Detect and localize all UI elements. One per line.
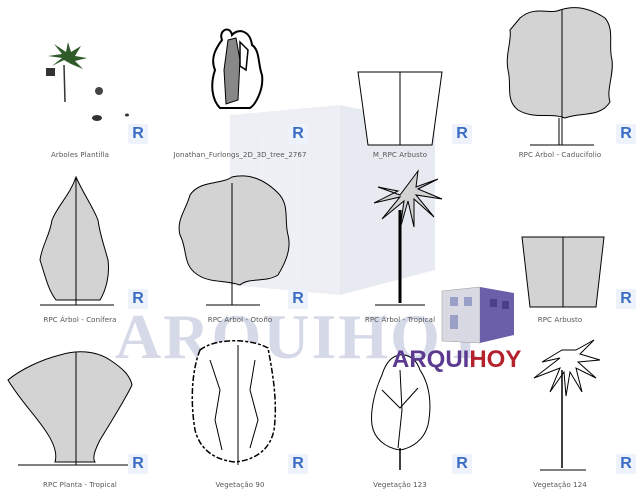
revit-r-icon: R [128, 124, 148, 144]
revit-r-icon: R [452, 454, 472, 474]
watermark-text: ARQUIHOY [115, 301, 491, 372]
deciduous-tree-elevation [506, 7, 613, 146]
thumbnail-label: RPC Árbol - Caducifolio [518, 151, 602, 159]
sketch-palm-outline [533, 339, 601, 471]
thumbnail-arboles-plantilla[interactable]: R Arboles Plantilla [0, 0, 160, 165]
thumbnail-label: RPC Árbol - Tropical [364, 316, 436, 324]
thumbnail-vegetacao-90[interactable]: R Vegetação 90 [160, 330, 320, 495]
thumbnail-label: Jonathan_Furlongs_2D_3D_tree_2767 [173, 151, 307, 159]
plantilla-tree-icons [46, 42, 129, 121]
thumbnail-label: RPC Planta - Tropical [43, 481, 117, 489]
thumbnail-rpc-arbol-conifera[interactable]: R RPC Árbol - Conífera [0, 165, 160, 330]
thumbnail-vegetacao-124[interactable]: R Vegetação 124 [480, 330, 640, 495]
thumbnail-rpc-arbol-caducifolio[interactable]: R RPC Árbol - Caducifolio [480, 0, 640, 165]
revit-r-icon: R [616, 124, 636, 144]
arquihoy-logo-icon [440, 285, 520, 349]
thumbnail-vegetacao-123[interactable]: R Vegetação 123 [320, 330, 480, 495]
thumbnail-rpc-arbol-otono[interactable]: R RPC Árbol - Otoño [160, 165, 320, 330]
thumbnail-label: Vegetação 90 [215, 481, 265, 489]
revit-r-icon: R [128, 454, 148, 474]
thumbnail-m-rpc-arbusto[interactable]: R M_RPC Arbusto [320, 0, 480, 165]
sketch-tree-outline [371, 354, 431, 470]
revit-r-icon: R [288, 289, 308, 309]
thumbnail-jonathan-furlongs[interactable]: R Jonathan_Furlongs_2D_3D_tree_2767 [160, 0, 320, 165]
revit-r-icon: R [288, 124, 308, 144]
conifer-tree-elevation [39, 175, 114, 306]
revit-r-icon: R [452, 124, 472, 144]
revit-r-icon: R [616, 289, 636, 309]
thumbnail-label: M_RPC Arbusto [372, 151, 428, 159]
arquihoy-logo-text: ARQUIHOY [392, 346, 522, 373]
thumbnail-label: RPC Árbol - Conífera [43, 316, 117, 324]
sketch-shrub-outline [191, 340, 277, 465]
thumbnail-label: Vegetação 123 [373, 481, 427, 489]
revit-r-icon: R [616, 454, 636, 474]
shrub-elevation [357, 71, 443, 146]
revit-r-icon: R [288, 454, 308, 474]
thumbnail-rpc-planta-tropical[interactable]: R RPC Planta - Tropical [0, 330, 160, 495]
thumbnail-label: Arboles Plantilla [51, 151, 109, 159]
shrub-elevation [521, 236, 605, 308]
autumn-tree-elevation [178, 175, 290, 306]
revit-r-icon: R [128, 289, 148, 309]
tropical-plant-elevation [7, 351, 134, 466]
thumbnail-label: RPC Arbusto [537, 316, 583, 324]
thumbnail-rpc-arbusto[interactable]: R RPC Arbusto [480, 165, 640, 330]
palm-tree-elevation [373, 169, 443, 306]
sketch-tree-image [211, 28, 264, 109]
thumbnail-label: RPC Árbol - Otoño [207, 316, 273, 324]
thumbnail-label: Vegetação 124 [533, 481, 587, 489]
